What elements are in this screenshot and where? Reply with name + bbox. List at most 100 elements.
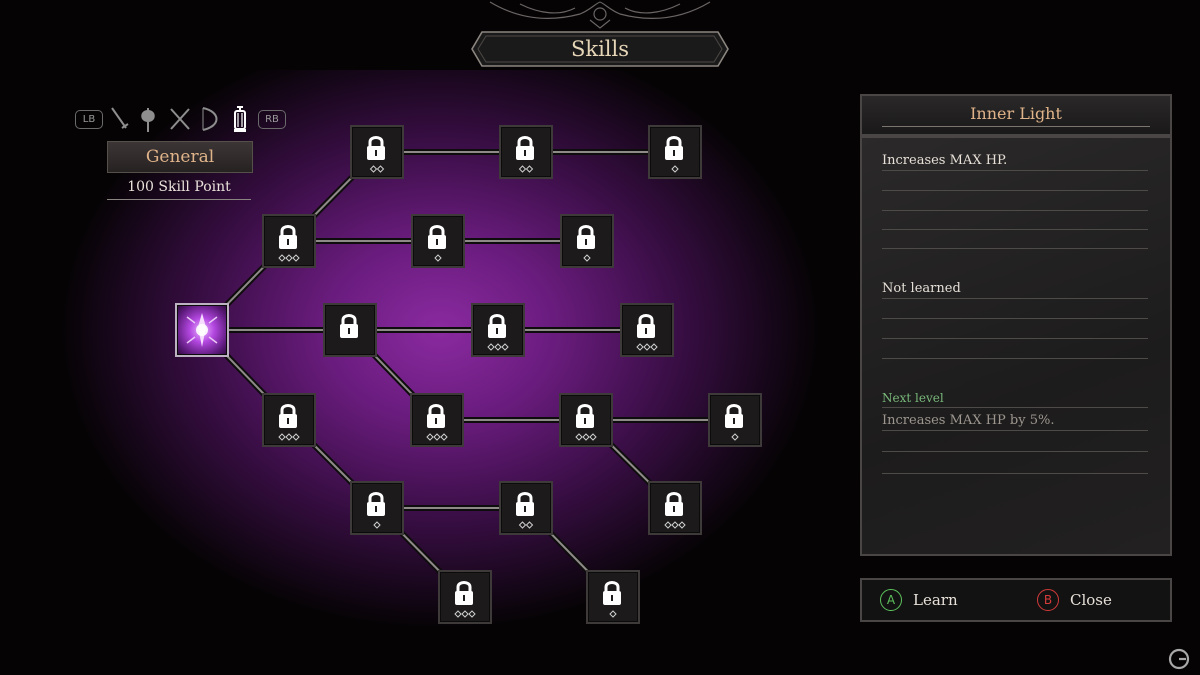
title-banner: Skills (470, 30, 730, 68)
skill-name: Inner Light (970, 104, 1062, 123)
skill-node-locked[interactable] (411, 214, 465, 268)
next-level-text: Increases MAX HP by 5%. (882, 413, 1055, 428)
watermark-logo-icon (1168, 648, 1190, 670)
rule-line (882, 358, 1148, 359)
padlock-icon (488, 314, 506, 338)
rule-line (882, 473, 1148, 474)
padlock-icon (340, 314, 358, 338)
next-level-label: Next level (882, 391, 944, 405)
skill-detail-header: Inner Light (860, 94, 1172, 136)
level-pips-icon (609, 610, 617, 618)
skill-node-locked[interactable] (350, 481, 404, 535)
skill-node-locked[interactable] (262, 393, 316, 447)
skill-node-locked[interactable] (262, 214, 316, 268)
level-pips-icon (518, 165, 534, 173)
skill-description: Increases MAX HP. (882, 153, 1008, 168)
learn-button[interactable]: A Learn (880, 580, 1000, 620)
learn-label: Learn (913, 591, 958, 609)
page-title: Skills (570, 37, 630, 61)
skill-node-locked[interactable] (471, 303, 525, 357)
bow-icon[interactable] (197, 104, 223, 134)
skill-node-frame (350, 481, 404, 535)
level-pips-icon (369, 165, 385, 173)
padlock-icon (665, 136, 683, 160)
lb-button[interactable]: LB (75, 110, 103, 129)
padlock-icon (279, 404, 297, 428)
level-pips-icon (671, 165, 679, 173)
skill-node-locked[interactable] (499, 481, 553, 535)
level-pips-icon (278, 254, 300, 262)
skill-node-frame (648, 125, 702, 179)
padlock-icon (428, 225, 446, 249)
weapon-category-row: LB RB (75, 104, 290, 134)
rule-line (882, 407, 1148, 408)
close-label: Close (1070, 591, 1112, 609)
skill-node-locked[interactable] (560, 214, 614, 268)
sword-icon[interactable] (106, 104, 132, 134)
rule-line (882, 430, 1148, 431)
skill-node-inner-light[interactable] (175, 303, 229, 357)
level-pips-icon (731, 433, 739, 441)
rule-line (882, 190, 1148, 191)
skill-node-locked[interactable] (559, 393, 613, 447)
close-button[interactable]: B Close (1037, 580, 1157, 620)
padlock-icon (665, 492, 683, 516)
skill-points: 100 Skill Point (107, 177, 251, 200)
rule-line (882, 170, 1148, 171)
skill-node-locked[interactable] (708, 393, 762, 447)
padlock-icon (279, 225, 297, 249)
level-pips-icon (278, 433, 300, 441)
padlock-icon (427, 404, 445, 428)
skill-detail-panel: Increases MAX HP. Not learned Next level… (860, 136, 1172, 556)
skill-node-locked[interactable] (499, 125, 553, 179)
rule-line (882, 338, 1148, 339)
banner-frame (471, 31, 729, 67)
padlock-icon (725, 404, 743, 428)
padlock-icon (367, 492, 385, 516)
padlock-icon (367, 136, 385, 160)
skill-node-locked[interactable] (648, 481, 702, 535)
b-button-icon: B (1037, 589, 1059, 611)
header-ornament (489, 1, 711, 29)
skill-node-locked[interactable] (620, 303, 674, 357)
rb-button[interactable]: RB (258, 110, 286, 129)
rule-line (882, 451, 1148, 452)
padlock-icon (603, 581, 621, 605)
level-pips-icon (426, 433, 448, 441)
level-pips-icon (454, 610, 476, 618)
padlock-icon (576, 404, 594, 428)
header-divider (882, 126, 1150, 127)
padlock-icon (516, 136, 534, 160)
rule-line (882, 298, 1148, 299)
skill-node-frame (559, 393, 613, 447)
rule-line (882, 248, 1148, 249)
lantern-icon[interactable] (227, 104, 253, 134)
padlock-icon (516, 492, 534, 516)
level-pips-icon (434, 254, 442, 262)
rule-line (882, 318, 1148, 319)
level-pips-icon (487, 343, 509, 351)
level-pips-icon (373, 521, 381, 529)
skill-node-locked[interactable] (350, 125, 404, 179)
category-name: General (107, 141, 253, 173)
padlock-icon (577, 225, 595, 249)
level-pips-icon (575, 433, 597, 441)
level-pips-icon (636, 343, 658, 351)
skill-node-locked[interactable] (438, 570, 492, 624)
learn-status: Not learned (882, 281, 961, 296)
level-pips-icon (583, 254, 591, 262)
skill-node-locked[interactable] (586, 570, 640, 624)
inner-light-icon (186, 313, 218, 347)
skill-node-locked[interactable] (323, 303, 377, 357)
crossed-swords-icon[interactable] (167, 104, 193, 134)
padlock-icon (455, 581, 473, 605)
action-bar: A Learn B Close (860, 578, 1172, 622)
a-button-icon: A (880, 589, 902, 611)
level-pips-icon (518, 521, 534, 529)
skill-node-locked[interactable] (648, 125, 702, 179)
level-pips-icon (664, 521, 686, 529)
axe-icon[interactable] (135, 104, 161, 134)
skill-node-locked[interactable] (410, 393, 464, 447)
rule-line (882, 210, 1148, 211)
